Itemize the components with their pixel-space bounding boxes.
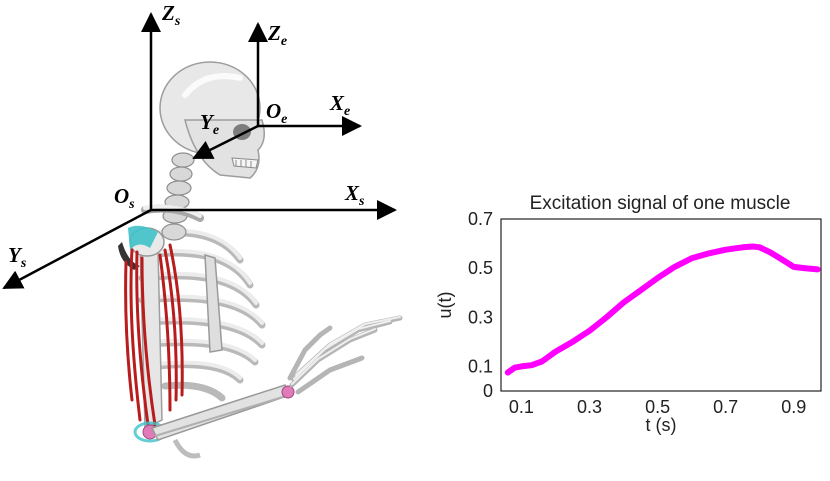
sternum bbox=[204, 253, 223, 353]
arm-muscles bbox=[124, 243, 184, 427]
shoulder-y-axis bbox=[2, 208, 152, 290]
eye-x-label: Xe bbox=[329, 91, 350, 119]
y-axis-ticks: 0 0.1 0.3 0.5 0.7 bbox=[468, 209, 493, 401]
y-axis-label: u(t) bbox=[435, 292, 455, 319]
eye-frame bbox=[192, 22, 362, 160]
plot-series bbox=[504, 243, 821, 376]
x-tick-label: 0.5 bbox=[645, 397, 670, 417]
x-tick-label: 0.1 bbox=[509, 397, 534, 417]
shoulder-y-label: Ys bbox=[8, 243, 27, 271]
excitation-series-line bbox=[504, 243, 821, 376]
shoulder-origin-label: Os bbox=[114, 184, 135, 212]
x-axis-label: t (s) bbox=[646, 415, 677, 435]
x-tick-label: 0.7 bbox=[713, 397, 738, 417]
shoulder-x-label: Xs bbox=[344, 181, 365, 209]
plot-frame bbox=[500, 218, 822, 392]
skeleton-illustration bbox=[118, 61, 403, 459]
shoulder-marker bbox=[128, 225, 158, 250]
y-tick-label: 0.5 bbox=[468, 258, 493, 278]
wrist-marker bbox=[281, 385, 295, 399]
x-axis-ticks: 0.1 0.3 0.5 0.7 0.9 bbox=[509, 397, 806, 417]
shoulder-z-label: Zs bbox=[161, 1, 181, 29]
y-tick-label: 0.7 bbox=[468, 209, 493, 229]
shoulder-frame bbox=[2, 12, 397, 290]
spine bbox=[161, 152, 195, 241]
eye-y-axis bbox=[192, 124, 259, 160]
chart-title: Excitation signal of one muscle bbox=[530, 193, 791, 214]
x-tick-label: 0.9 bbox=[781, 397, 806, 417]
eye-z-label: Ze bbox=[267, 21, 287, 49]
hand bbox=[287, 315, 403, 395]
y-tick-label: 0.3 bbox=[468, 307, 493, 327]
eye-y-label: Ye bbox=[200, 110, 219, 138]
x-tick-label: 0.3 bbox=[577, 397, 602, 417]
eye-origin-label: Oe bbox=[266, 99, 287, 127]
skull bbox=[159, 61, 265, 179]
y-tick-label: 0 bbox=[483, 381, 493, 401]
forearm bbox=[150, 384, 292, 441]
excitation-chart: Excitation signal of one muscle 00.10.30… bbox=[435, 193, 822, 435]
y-tick-label: 0.1 bbox=[468, 356, 493, 376]
